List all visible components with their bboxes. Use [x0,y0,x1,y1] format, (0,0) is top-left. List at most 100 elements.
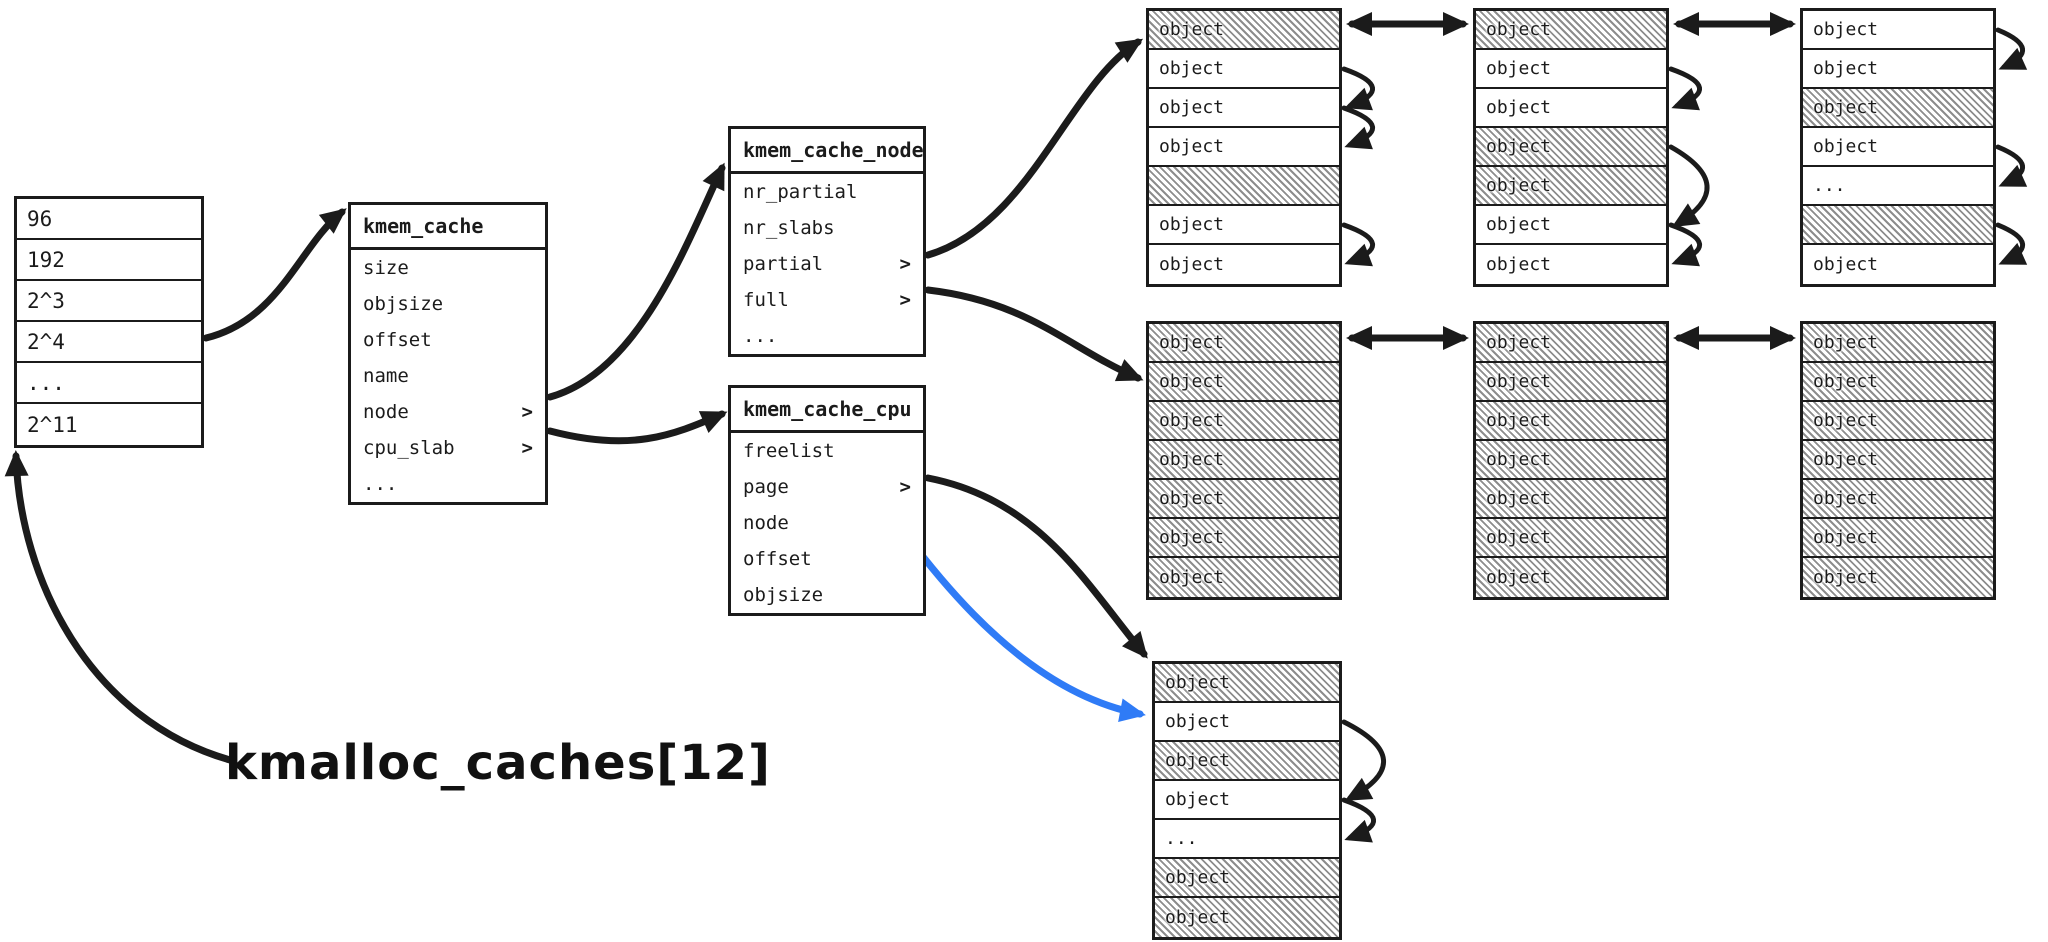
freelist-arc [1995,222,2028,265]
field-row: offset [731,541,923,577]
freelist-arc [1995,144,2028,187]
slab-cell-label: object [1813,332,1879,353]
slab-cell-label: object [1486,527,1552,548]
pointer-chevron-icon: > [521,401,533,423]
slab-cell: object [1149,363,1339,402]
slab-cell: object [1476,558,1666,597]
slab-cell-label: object [1159,567,1225,588]
slab-cell [1803,206,1993,245]
slab-cell-label: object [1813,136,1879,157]
pointer-chevron-icon: > [899,289,911,311]
slab-cell-label: object [1159,332,1225,353]
arrow-array-to-kmem-cache [202,208,347,342]
slab-cell-label: object [1813,449,1879,470]
arrow-label-to-array [4,450,234,764]
field-label: nr_partial [743,181,858,203]
slab-cell: object [1803,441,1993,480]
slab-cell-label: object [1813,254,1879,275]
slab-cell-label: object [1486,136,1552,157]
slab-cell: object [1476,402,1666,441]
slab-cell-label: object [1486,175,1552,196]
slab-cell-label: object [1159,254,1225,275]
slab-cell-label: object [1159,371,1225,392]
partial-slab-2: object object object object object object obje… [1473,8,1669,287]
field-row: objsize [731,577,923,613]
slab-cell: object [1476,480,1666,519]
slab-cell-label: object [1813,488,1879,509]
slab-cell: object [1149,480,1339,519]
field-label: ... [743,325,778,347]
slab-cell-label: object [1486,410,1552,431]
slab-cell: object [1476,363,1666,402]
slab-cell-label: object [1159,97,1225,118]
slab-cell: object [1155,859,1339,898]
slab-cell-label: object [1159,410,1225,431]
field-row: nr_partial [731,174,923,210]
field-label: cpu_slab [363,437,455,459]
field-label: partial [743,253,824,275]
field-label: name [363,365,409,387]
kmem-cache-cpu-title: kmem_cache_cpu [731,388,923,433]
slab-cell-label: object [1159,19,1225,40]
freelist-arc [1341,105,1375,150]
slab-cell-label: object [1486,214,1552,235]
slab-cell: object [1149,441,1339,480]
slab-cell-label: 2^4 [27,329,65,354]
field-label: freelist [743,440,835,462]
slab-cell: object [1803,11,1993,50]
slab-cell: object [1149,519,1339,558]
slab-cell: object [1476,50,1666,89]
slab-cell-label: object [1486,254,1552,275]
field-row: offset [351,322,545,358]
full-slab-2: object object object object object object obje… [1473,321,1669,600]
slab-cell: object [1803,480,1993,519]
slab-cell: object [1803,128,1993,167]
slab-cell-label: object [1486,488,1552,509]
slab-cell-label: object [1486,332,1552,353]
slab-cell: object [1476,324,1666,363]
field-row: page> [731,469,923,505]
field-row: partial> [731,246,923,282]
field-row: full> [731,282,923,318]
slab-cell: object [1476,519,1666,558]
slab-cell-label: object [1813,527,1879,548]
freelist-arc [1668,222,1702,267]
freelist-arc [1668,144,1710,228]
slab-cell: object [1476,206,1666,245]
slab-cell: object [1149,11,1339,50]
slab-cell-label: object [1486,371,1552,392]
field-row: size [351,250,545,286]
slab-cell: object [1476,245,1666,284]
slab-cell: ... [17,363,201,404]
field-row: freelist [731,433,923,469]
slab-cell: object [1149,89,1339,128]
slab-cell: object [1155,703,1339,742]
pointer-chevron-icon: > [521,437,533,459]
slab-cell-label: 192 [27,247,65,272]
slab-cell: object [1803,50,1993,89]
slab-cell: object [1149,402,1339,441]
slab-cell: object [1476,441,1666,480]
slab-cell-label: object [1486,19,1552,40]
kmalloc-caches-label: kmalloc_caches[12] [225,735,771,791]
slab-cell-label: 2^11 [27,412,78,437]
slab-cell: object [1476,89,1666,128]
slab-cell: object [1149,324,1339,363]
field-label: ... [363,473,398,495]
slab-cell: object [1803,245,1993,284]
slab-cell-label: object [1165,907,1231,928]
slab-cell-label: object [1486,97,1552,118]
slab-cell-label: object [1813,371,1879,392]
field-label: page [743,476,789,498]
field-row: node [731,505,923,541]
slab-cell: ... [1155,820,1339,859]
field-label: objsize [363,293,444,315]
slab-cell [1149,167,1339,206]
slab-cell: 96 [17,199,201,240]
slab-cell-label: object [1159,214,1225,235]
